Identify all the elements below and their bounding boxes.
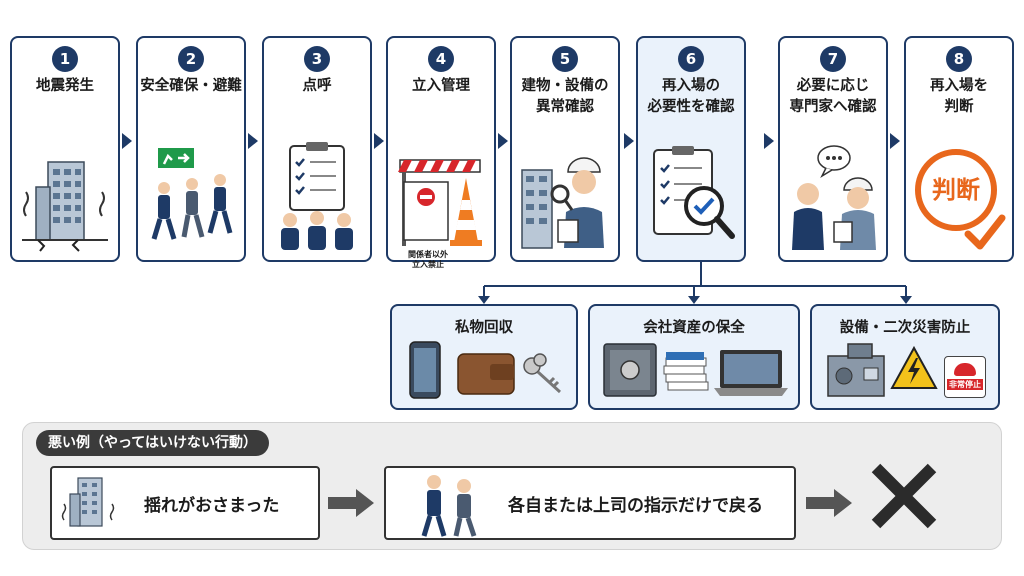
- sub-item-personal: 私物回収: [390, 304, 578, 410]
- bad-step-2: 各自または上司の指示だけで戻る: [384, 466, 796, 540]
- judgment-stamp-icon: [915, 149, 1006, 250]
- step-title: 立入管理: [412, 78, 470, 94]
- step-title: 必要に応じ 専門家へ確認: [789, 78, 877, 115]
- emergency-stop-knob: [954, 363, 976, 376]
- step-number: 8: [946, 46, 972, 72]
- step-number: 4: [428, 46, 454, 72]
- inspection-icon: [521, 157, 604, 249]
- building-icon: [61, 477, 115, 527]
- step-number: 6: [678, 46, 704, 72]
- bad-step-text: 揺れがおさまった: [144, 495, 280, 516]
- step-number: 3: [304, 46, 330, 72]
- flow-arrow: [248, 133, 258, 149]
- step-4: 4 立入管理 関係者以外 立入禁止: [386, 36, 496, 269]
- evacuation-icon: [151, 148, 233, 240]
- emergency-stop-label: 非常停止: [947, 379, 983, 390]
- bad-step-text: 各自または上司の指示だけで戻る: [508, 495, 763, 516]
- step-1: 1 地震発生: [10, 36, 120, 262]
- consultation-icon: [792, 145, 876, 250]
- sub-item-title: 会社資産の保全: [643, 320, 745, 336]
- flow-arrow: [122, 133, 132, 149]
- flow-arrow: [374, 133, 384, 149]
- bad-step-1: 揺れがおさまった: [50, 466, 320, 540]
- step-title: 再入場の 必要性を確認: [647, 78, 735, 115]
- step-title: 点呼: [302, 78, 332, 94]
- sub-item-assets: 会社資産の保全: [588, 304, 800, 410]
- flow-arrow: [624, 133, 634, 149]
- step-number: 1: [52, 46, 78, 72]
- bad-example-label: 悪い例（やってはいけない行動）: [36, 430, 270, 456]
- checklist-icon: [653, 146, 735, 239]
- step-title: 安全確保・避難: [140, 78, 242, 94]
- no-entry-sign-text: 関係者以外 立入禁止: [408, 250, 448, 269]
- flow-arrow: [498, 133, 508, 149]
- flow-arrow: [890, 133, 900, 149]
- step-7: 7 必要に応じ 専門家へ確認: [778, 36, 888, 262]
- sub-item-title: 設備・二次災害防止: [839, 320, 971, 336]
- step-title: 再入場を 判断: [930, 78, 988, 115]
- step-8: 8 再入場を 判断 判断: [904, 36, 1014, 262]
- step-title: 地震発生: [36, 78, 94, 94]
- earthquake-building-icon: [22, 161, 108, 252]
- step-3: 3 点呼: [262, 36, 372, 262]
- walking-people-icon: [421, 475, 477, 537]
- gray-arrow: [806, 489, 852, 517]
- judgment-stamp-text: 判断: [932, 176, 980, 204]
- company-assets-icon: [603, 343, 788, 397]
- step-6: 6 再入場の 必要性を確認: [636, 36, 746, 262]
- flow-arrow: [764, 133, 774, 149]
- step-number: 5: [552, 46, 578, 72]
- step-title: 建物・設備の 異常確認: [521, 78, 609, 115]
- roll-call-icon: [281, 142, 353, 250]
- step-5: 5 建物・設備の 異常確認: [510, 36, 620, 262]
- personal-items-icon: [409, 341, 562, 399]
- barrier-icon: [398, 159, 482, 246]
- gray-arrow: [328, 489, 374, 517]
- cross-icon: [871, 463, 937, 529]
- step-2: 2 安全確保・避難: [136, 36, 246, 262]
- step-number: 2: [178, 46, 204, 72]
- step-number: 7: [820, 46, 846, 72]
- equipment-safety-icon: [827, 343, 938, 397]
- sub-item-equipment: 設備・二次災害防止 非常停止: [810, 304, 1000, 410]
- emergency-stop-button-base: 非常停止: [944, 356, 986, 398]
- sub-item-title: 私物回収: [455, 320, 513, 336]
